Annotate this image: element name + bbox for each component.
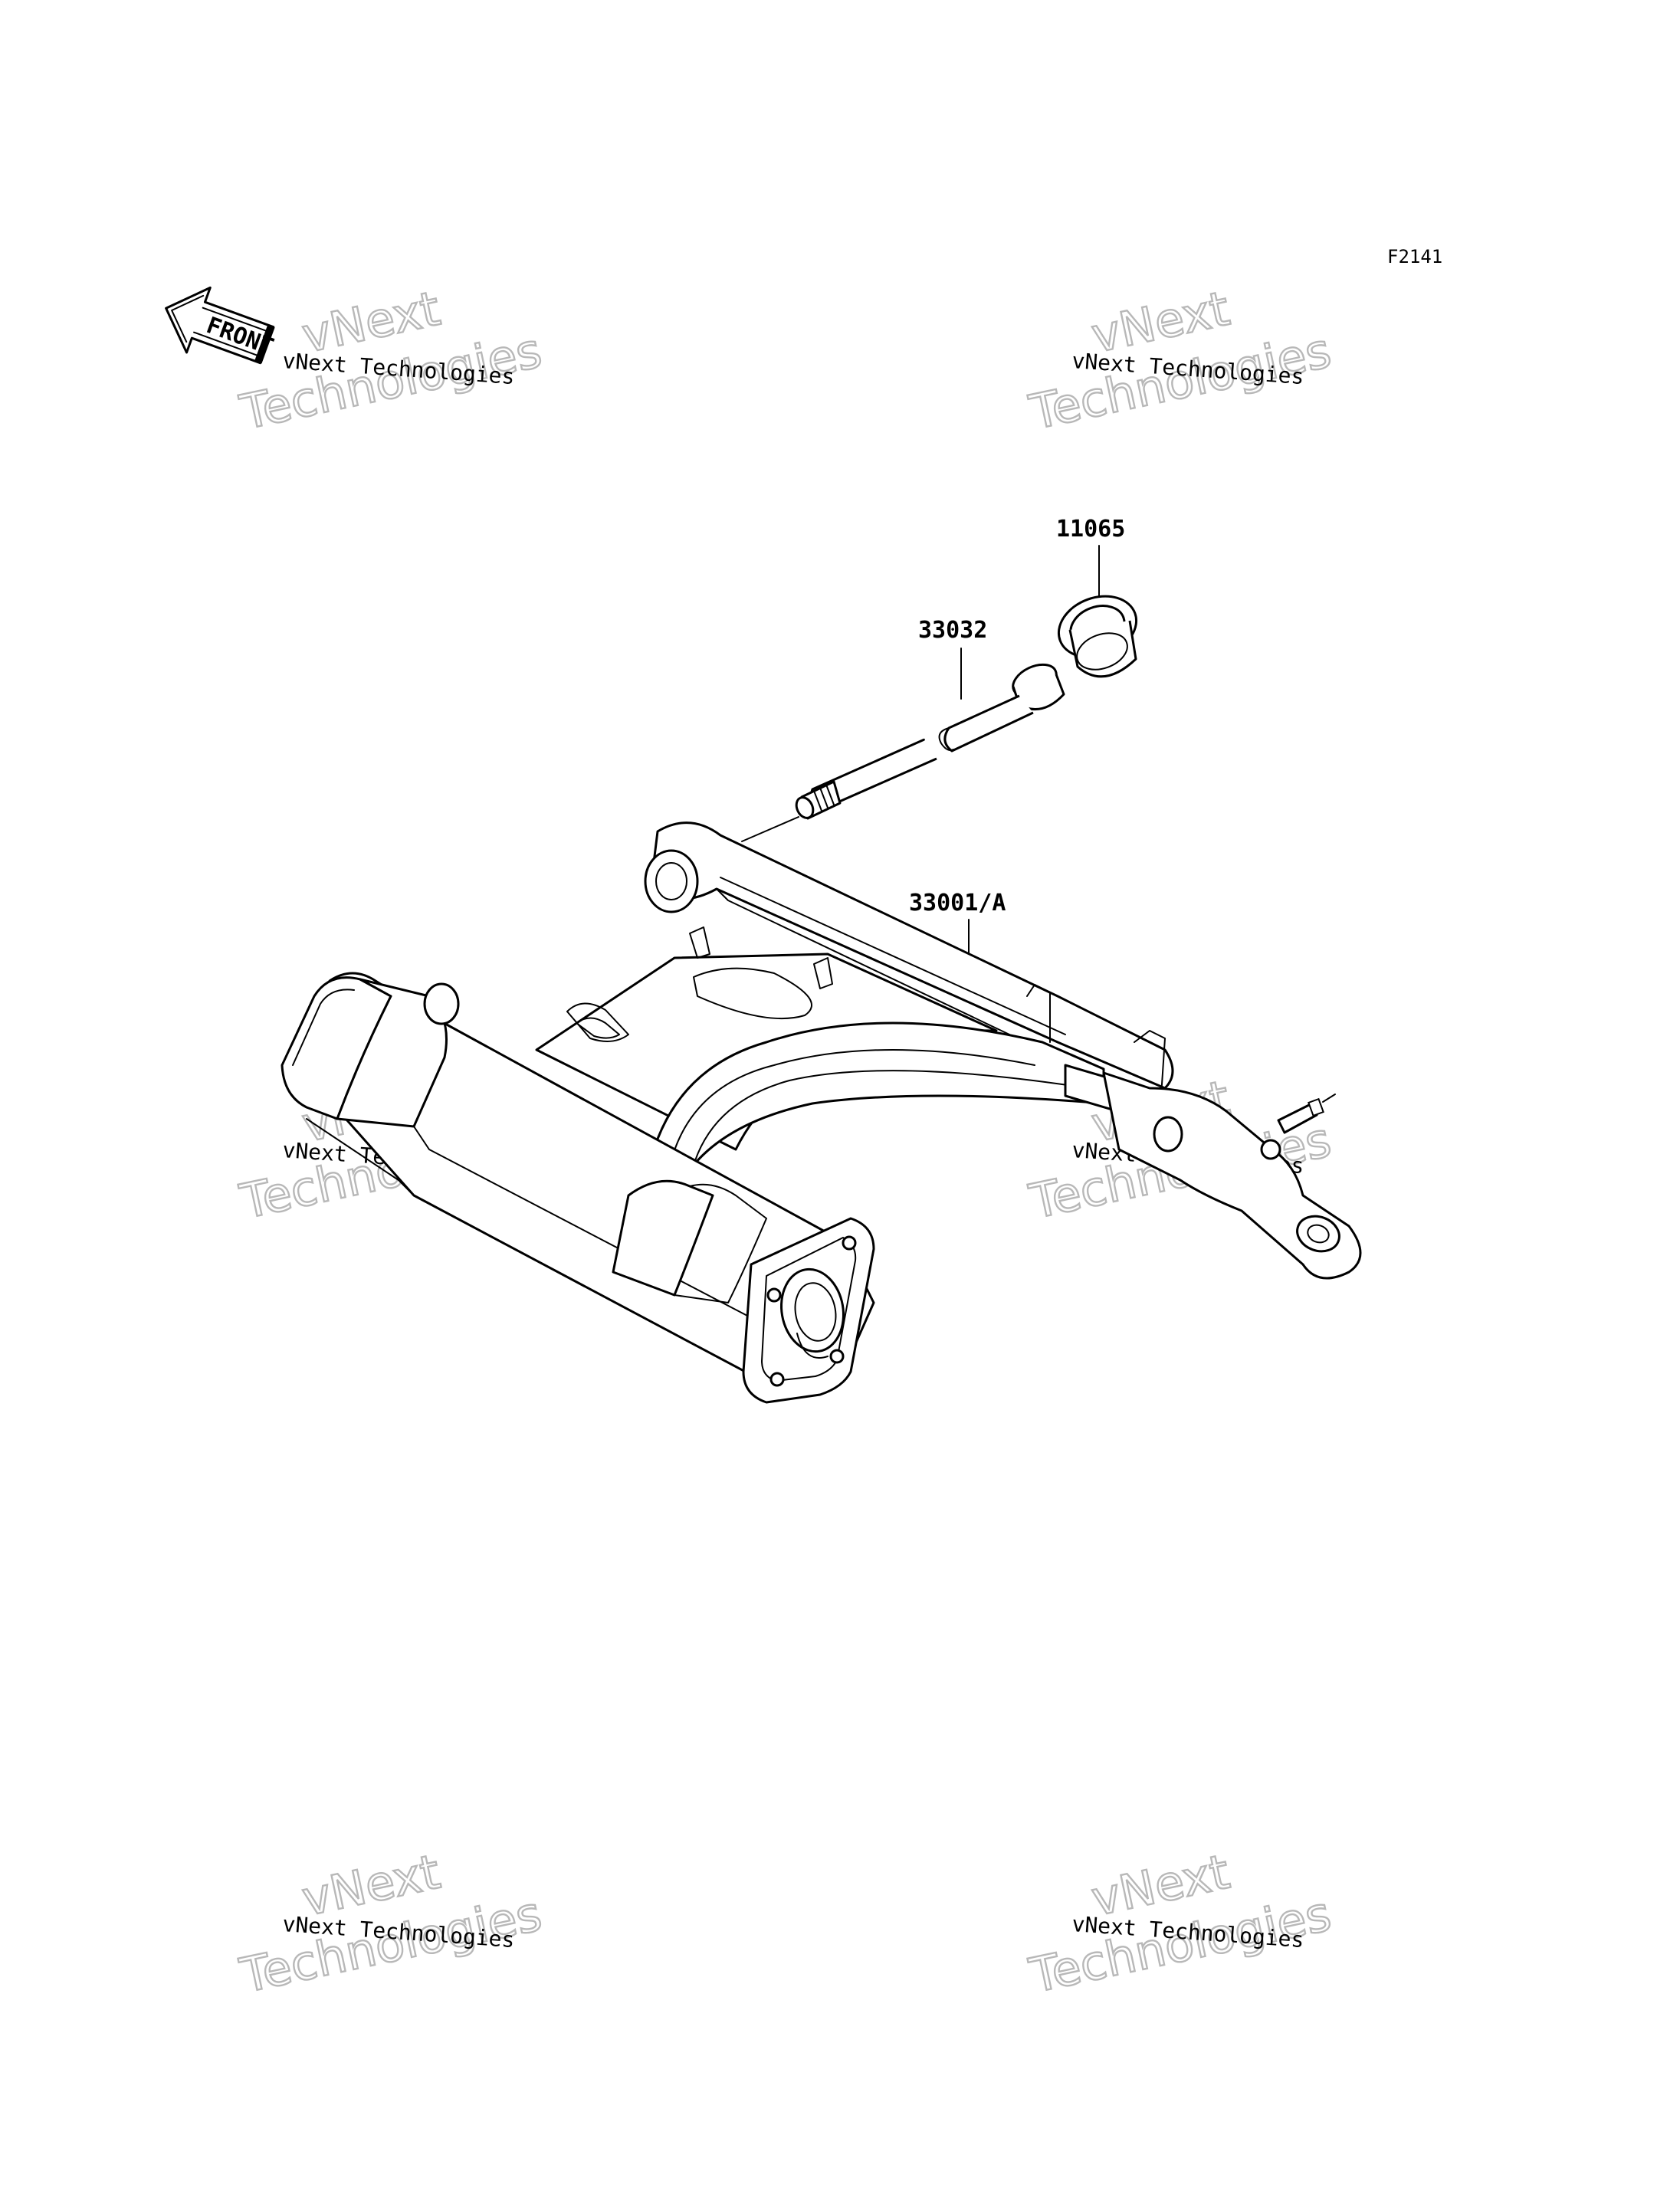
part-label-33032: 33032 xyxy=(918,617,987,644)
watermark: vNext Technologies vNext Technologies xyxy=(1024,1842,1337,2005)
watermark: vNext Technologies vNext Technologies xyxy=(1024,279,1337,441)
part-11065: 11065 xyxy=(1056,516,1138,678)
swing-arm-33001A xyxy=(281,821,1362,1404)
watermark: vNext Technologies vNext Technologies xyxy=(235,1842,547,2005)
watermark: vNext Technologies vNext Technologies xyxy=(235,279,547,441)
part-label-33001A: 33001/A xyxy=(909,890,1006,917)
diagram-code: F2141 xyxy=(1387,246,1442,267)
front-arrow-icon: FRONT xyxy=(165,286,277,365)
part-33001A: 33001/A xyxy=(281,821,1362,1404)
install-line xyxy=(741,816,799,842)
bushing-11065 xyxy=(1057,595,1138,678)
shaft-33032 xyxy=(795,663,1065,820)
part-label-11065: 11065 xyxy=(1056,516,1125,543)
part-33032: 33032 xyxy=(741,617,1065,842)
